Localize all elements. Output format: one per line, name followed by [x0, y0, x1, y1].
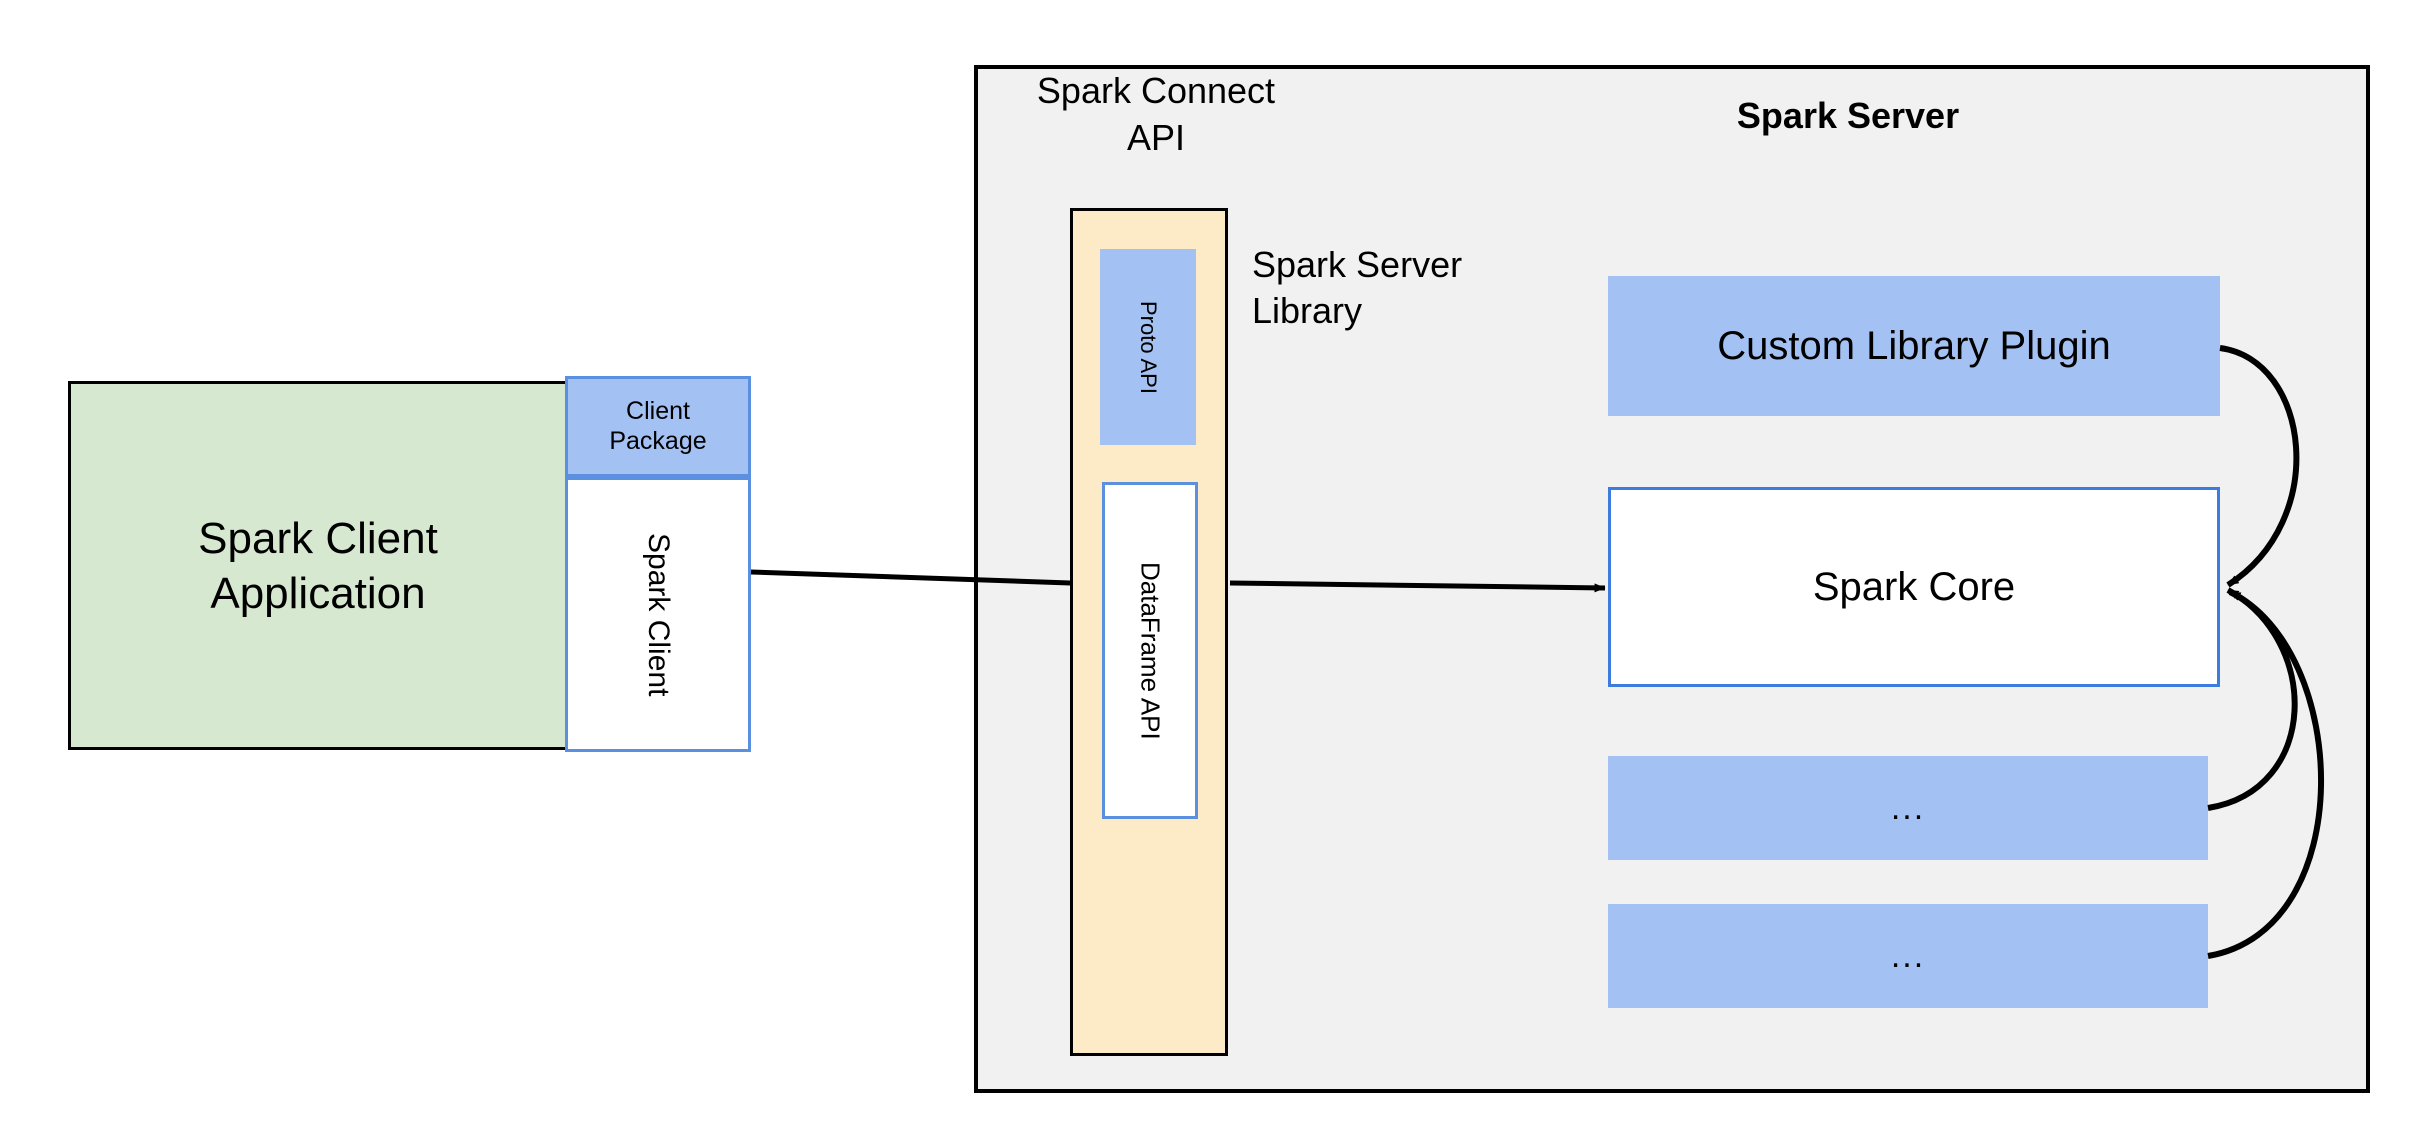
custom-library-plugin-box[interactable]: Custom Library Plugin	[1608, 276, 2220, 416]
spark-client-application-line2: Application	[210, 568, 426, 618]
spark-connect-api-line2: API	[1126, 116, 1186, 158]
placeholder-component-box-2[interactable]: ...	[1608, 904, 2208, 1008]
dataframe-api-label: DataFrame API	[1135, 561, 1166, 740]
spark-connect-api-label: Spark Connect API	[1016, 68, 1296, 158]
proto-api-label: Proto API	[1136, 300, 1161, 394]
placeholder-label-1: ...	[1890, 788, 1926, 827]
client-package-line2: Package	[609, 426, 707, 455]
spark-server-library-line1: Spark Server	[1252, 244, 1463, 285]
client-package-box[interactable]: Client Package	[565, 376, 751, 477]
placeholder-label-2: ...	[1890, 936, 1926, 975]
spark-client-box[interactable]: Spark Client	[565, 477, 751, 752]
proto-api-box[interactable]: Proto API	[1100, 249, 1196, 445]
custom-library-plugin-label: Custom Library Plugin	[1717, 323, 2111, 368]
spark-core-box[interactable]: Spark Core	[1608, 487, 2220, 687]
spark-connect-api-line1: Spark Connect	[1036, 70, 1276, 111]
spark-server-library-line2: Library	[1252, 290, 1363, 332]
spark-client-application-box[interactable]: Spark Client Application	[68, 381, 568, 750]
placeholder-component-box-1[interactable]: ...	[1608, 756, 2208, 860]
spark-client-application-line1: Spark Client	[198, 513, 438, 563]
dataframe-api-box[interactable]: DataFrame API	[1102, 482, 1198, 819]
spark-core-label: Spark Core	[1812, 564, 2016, 609]
spark-server-title: Spark Server	[1736, 95, 1960, 136]
spark-client-label: Spark Client	[642, 532, 675, 697]
client-package-line1: Client	[626, 397, 690, 425]
spark-server-library-label: Spark Server Library	[1252, 242, 1552, 332]
